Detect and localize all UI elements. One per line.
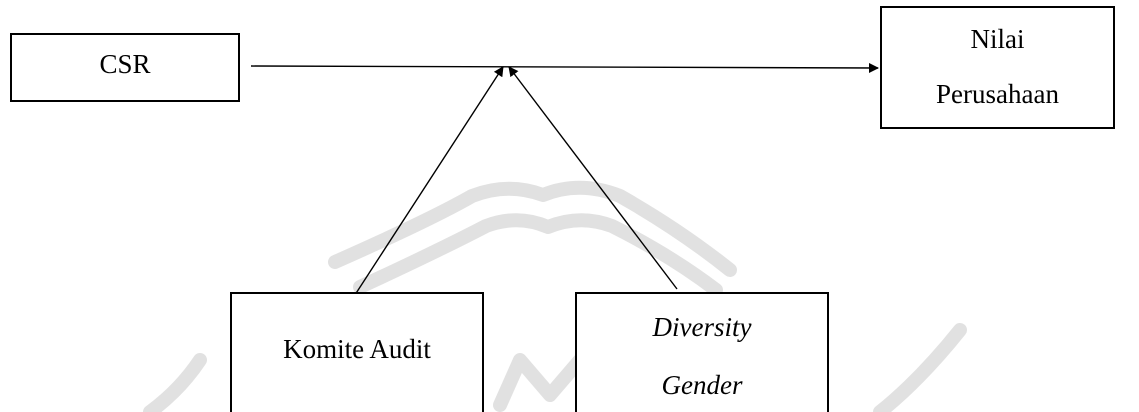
- csr-node: CSR: [10, 33, 240, 102]
- nilai-label-line-2: Perusahaan: [936, 79, 1059, 109]
- diversity-moderation-arrow: [508, 66, 678, 290]
- nilai-label-line-1: Nilai: [970, 24, 1025, 54]
- nilai-perusahaan-node: Nilai Perusahaan: [880, 6, 1115, 129]
- komite-audit-label: Komite Audit: [283, 333, 431, 364]
- diversity-gender-node: Diversity Gender: [575, 292, 829, 412]
- diversity-label-line-1: Diversity: [652, 312, 752, 342]
- komite-audit-node: Komite Audit: [230, 292, 484, 412]
- csr-label: CSR: [99, 49, 151, 79]
- komite-moderation-arrow: [350, 66, 504, 302]
- csr-to-nilai-arrow: [250, 62, 879, 73]
- diversity-label-line-2: Gender: [661, 370, 743, 400]
